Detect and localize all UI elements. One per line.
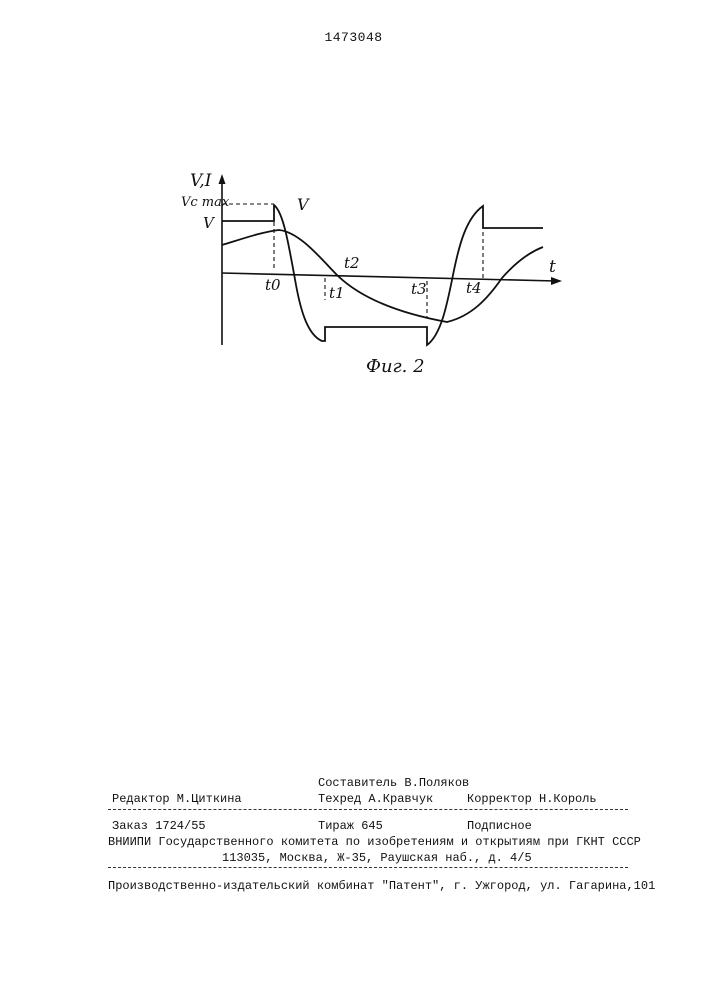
vc-max-label: Vc max: [181, 195, 230, 210]
separator-line: [108, 867, 628, 868]
editor-credit: Редактор М.Циткина: [112, 791, 242, 807]
y-axis-label: V,I: [190, 171, 212, 191]
corrector-credit: Корректор Н.Король: [467, 791, 597, 807]
x-axis-label: t: [549, 257, 556, 277]
compiler-credit: Составитель В.Поляков: [318, 775, 469, 791]
separator-line: [108, 809, 628, 810]
waveform-figure: V,I t Vc max V V t0 t1 t2 t3 t4 Фиг. 2: [0, 0, 707, 420]
v-curve-label: V: [297, 195, 310, 214]
figure-caption: Фиг. 2: [366, 356, 425, 377]
t3-label: t3: [411, 280, 427, 298]
circulation: Тираж 645: [318, 818, 383, 834]
imprint-block: Составитель В.Поляков Редактор М.Циткина…: [108, 775, 628, 894]
order-number: Заказ 1724/55: [112, 818, 206, 834]
v-level-label: V: [203, 214, 216, 232]
voltage-waveform: [222, 205, 543, 345]
address-line: 113035, Москва, Ж-35, Раушская наб., д. …: [222, 850, 532, 866]
techred-credit: Техред А.Кравчук: [318, 791, 433, 807]
vniipi-line: ВНИИПИ Государственного комитета по изоб…: [108, 834, 641, 850]
t4-label: t4: [466, 279, 482, 297]
publisher-line: Производственно-издательский комбинат "П…: [108, 878, 655, 894]
t1-label: t1: [329, 284, 345, 302]
subscription-note: Подписное: [467, 818, 532, 834]
t2-label: t2: [344, 254, 360, 272]
y-axis-arrow: [219, 174, 226, 184]
t0-label: t0: [265, 276, 281, 294]
x-axis-arrow: [551, 277, 562, 285]
